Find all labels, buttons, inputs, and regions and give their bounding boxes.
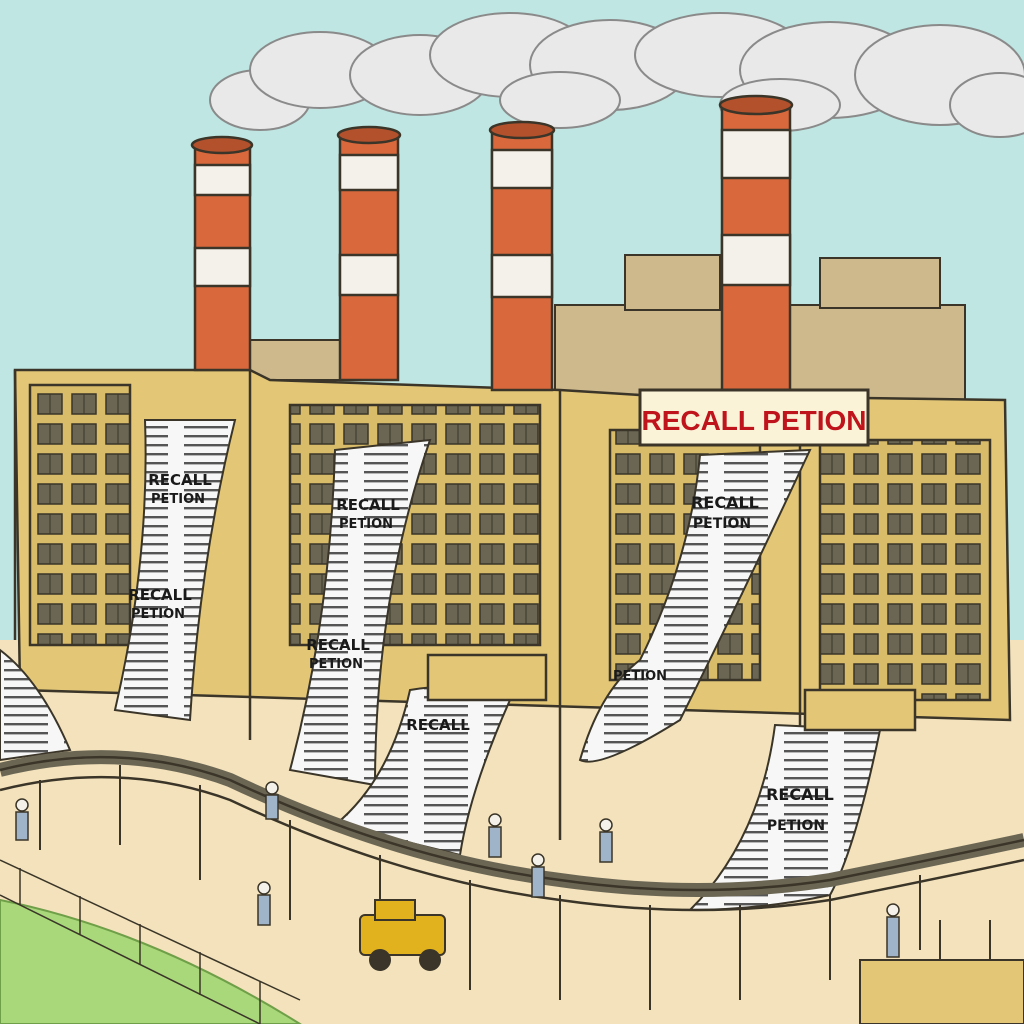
sheet-1: RECALL PETION RECALL PETION: [113, 419, 237, 722]
small-structure: [859, 920, 1024, 1024]
worker: [531, 853, 545, 898]
chimney-4: [718, 94, 794, 397]
worker: [488, 813, 502, 858]
svg-text:RECALL: RECALL: [766, 785, 834, 804]
svg-text:PETION: PETION: [151, 492, 205, 507]
svg-text:RECALL: RECALL: [148, 471, 212, 489]
workers: [15, 781, 900, 958]
chimneys: [190, 94, 794, 397]
chimney-3: [488, 120, 556, 392]
svg-text:PETION: PETION: [309, 657, 363, 672]
petition-sheets: RECALL PETION RECALL PETION RECALL PETIO…: [0, 419, 882, 912]
chutes: [426, 653, 917, 732]
worker: [599, 818, 613, 863]
chimney-1: [190, 135, 254, 372]
svg-text:RECALL: RECALL: [406, 716, 470, 734]
svg-text:PETION: PETION: [767, 818, 825, 834]
chimney-2: [336, 125, 402, 382]
sheet-4: RECALL PETION PETION: [578, 448, 812, 763]
worker: [15, 798, 29, 841]
sheet-6: [0, 648, 72, 762]
svg-text:PETION: PETION: [693, 516, 751, 532]
svg-text:RECALL: RECALL: [128, 586, 192, 604]
recall-petition-sign: RECALL PETION: [638, 388, 870, 447]
sign-text: RECALL PETION: [641, 405, 866, 436]
svg-text:PETION: PETION: [131, 607, 185, 622]
svg-text:PETION: PETION: [613, 669, 667, 684]
truck: [359, 899, 446, 971]
svg-text:RECALL: RECALL: [691, 493, 759, 512]
svg-text:RECALL: RECALL: [336, 496, 400, 514]
conveyor: [0, 750, 1024, 1010]
svg-text:RECALL: RECALL: [306, 636, 370, 654]
worker: [257, 881, 271, 926]
svg-text:PETION: PETION: [339, 517, 393, 532]
fence: [0, 859, 301, 1024]
sheet-5: RECALL PETION: [687, 723, 882, 912]
smoke-clouds: [209, 12, 1024, 138]
worker: [265, 781, 279, 820]
worker: [886, 903, 900, 958]
ground: [0, 640, 1024, 1024]
grass: [0, 898, 302, 1024]
